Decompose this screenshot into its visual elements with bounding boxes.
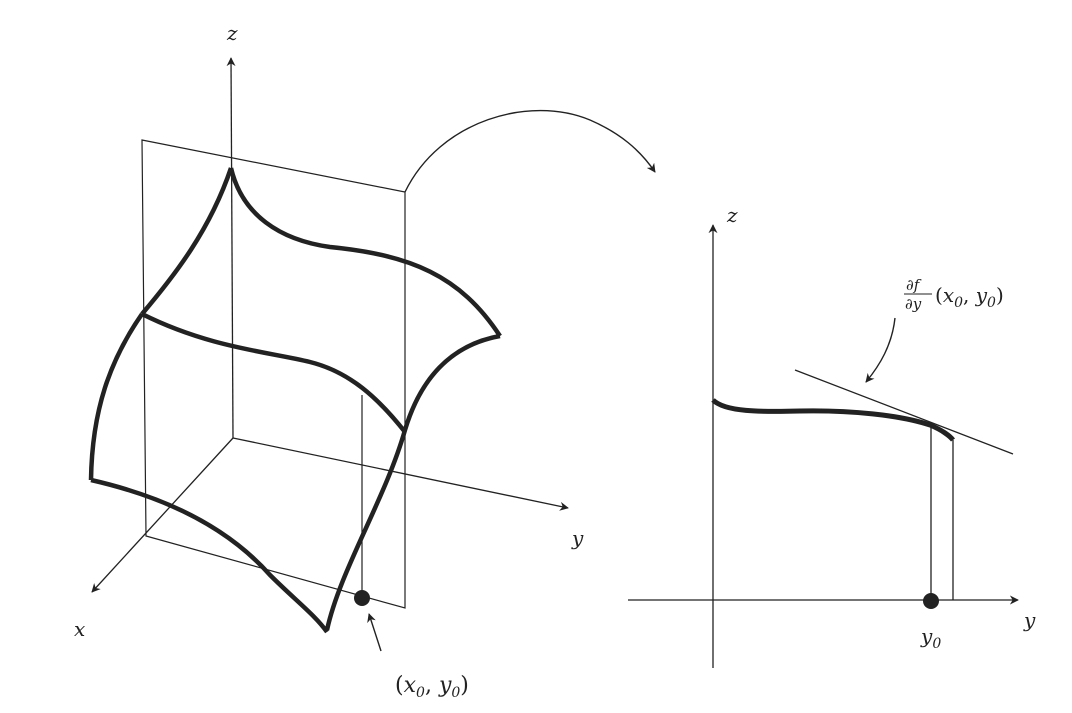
partial-args: (x0, y0) [935, 283, 1004, 311]
right-panel [628, 224, 1019, 668]
surface-edge-left-back [140, 167, 234, 316]
transfer-arrow [404, 109, 656, 193]
point-x0-y0 [354, 590, 370, 606]
left-y-label: y [571, 526, 584, 550]
derivative-pointer-arrow [865, 317, 896, 383]
partial-denominator: ∂y [905, 295, 922, 313]
partial-numerator: ∂f [906, 276, 922, 294]
left-z-axis [226, 57, 236, 439]
partial-derivative-label: ∂f ∂y (x0, y0) [904, 276, 1004, 313]
right-z-label: z [726, 203, 738, 227]
right-y-label: y [1023, 608, 1036, 632]
point-y0 [923, 593, 939, 609]
tangent-line [794, 369, 1014, 455]
left-y-axis [232, 437, 569, 511]
surface-edge-left [88, 312, 144, 481]
slice-curve [711, 398, 955, 442]
left-x-axis [91, 437, 234, 593]
plane-slice-curve [140, 311, 407, 434]
left-panel [88, 57, 656, 652]
surface-edge-bottom [90, 477, 329, 634]
y0-label: y0 [920, 624, 941, 652]
surface-edge-top-back [228, 167, 502, 338]
left-x-label: x [74, 617, 85, 641]
left-z-label: z [226, 21, 238, 45]
vertical-plane [141, 139, 406, 609]
point-pointer-arrow [367, 613, 382, 652]
point-label: (x0, y0) [395, 673, 469, 701]
